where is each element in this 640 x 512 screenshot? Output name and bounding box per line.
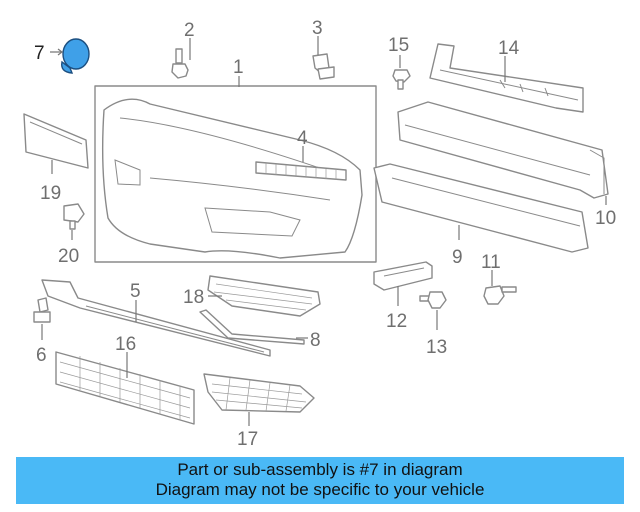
part-4-strip xyxy=(255,161,347,181)
part-18-grille xyxy=(207,275,321,317)
callout-5: 5 xyxy=(130,281,141,302)
part-11-bolt xyxy=(483,285,517,305)
part-16-grille xyxy=(55,351,195,425)
leader-7 xyxy=(50,48,63,56)
callout-14: 14 xyxy=(498,38,520,59)
callout-9: 9 xyxy=(452,247,463,268)
callout-17: 17 xyxy=(237,429,258,450)
notice-line-2: Diagram may not be specific to your vehi… xyxy=(155,480,485,499)
part-15-bolt xyxy=(392,69,411,90)
callout-7: 7 xyxy=(34,43,45,64)
callout-8: 8 xyxy=(310,330,321,351)
part-14-absorber xyxy=(429,43,584,113)
part-10-beam xyxy=(397,101,609,199)
part-13-bolt xyxy=(419,291,447,309)
callout-13: 13 xyxy=(426,337,447,358)
callout-3: 3 xyxy=(312,18,323,39)
callout-1: 1 xyxy=(233,57,244,78)
part-12-bracket xyxy=(373,261,433,291)
callout-10: 10 xyxy=(595,208,616,229)
part-2-bolt xyxy=(171,48,189,79)
notice-line-1: Part or sub-assembly is #7 in diagram xyxy=(177,460,463,479)
notice-banner: Part or sub-assembly is #7 in diagram Di… xyxy=(16,457,624,504)
part-7-cap[interactable] xyxy=(61,38,90,74)
callout-16: 16 xyxy=(115,334,136,355)
callout-2: 2 xyxy=(184,20,195,41)
part-8-trim xyxy=(199,309,305,345)
part-3-clip xyxy=(312,53,335,80)
callout-4: 4 xyxy=(297,128,308,149)
callout-12: 12 xyxy=(386,311,407,332)
callout-6: 6 xyxy=(36,345,47,366)
callout-19: 19 xyxy=(40,183,61,204)
callout-20: 20 xyxy=(58,246,79,267)
part-20-clip xyxy=(63,203,85,230)
part-5-spoiler xyxy=(41,279,271,357)
parts-diagram: 7 2 3 1 4 15 14 xyxy=(23,18,616,450)
part-19-bracket xyxy=(23,113,89,169)
part-9-foam xyxy=(373,163,589,253)
callout-15: 15 xyxy=(388,35,409,56)
callout-18: 18 xyxy=(183,287,204,308)
callout-11: 11 xyxy=(481,252,501,273)
part-17-grille xyxy=(203,373,315,413)
part-6-clip xyxy=(33,297,51,323)
